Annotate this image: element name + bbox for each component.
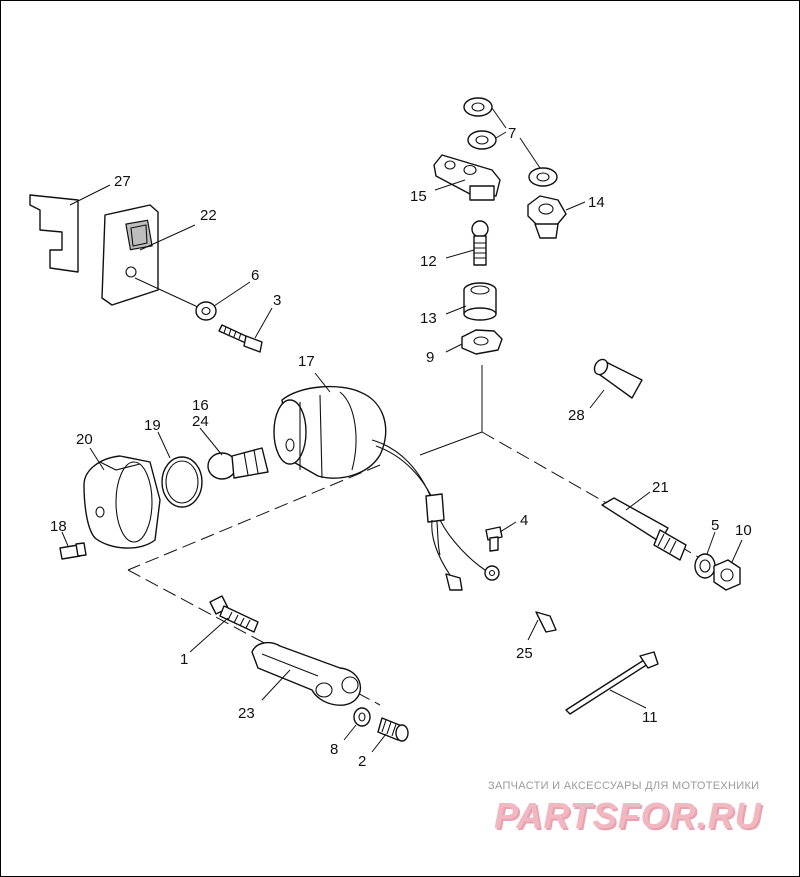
callout-7: 7 [508,125,516,142]
callout-12: 12 [420,253,437,270]
callout-9: 9 [426,349,434,366]
callout-23: 23 [238,705,255,722]
bulb-part-24 [199,427,269,480]
callout-labels: 1 2 3 4 5 6 7 8 9 10 11 12 13 14 15 16 1… [50,125,752,770]
bushing-part-13 [445,282,497,321]
washer-part-6 [195,281,251,321]
hex-nut-part-9 [445,329,503,355]
callout-10: 10 [735,522,752,539]
clip-part-25 [527,611,557,641]
screw-part-3 [218,307,273,353]
reflector-plate-part-22 [101,204,201,309]
mount-plate-part-15 [433,154,501,201]
callout-15: 15 [410,188,427,205]
nut-part-10 [713,539,743,591]
assembly-lines [127,365,721,706]
wire-harness [371,439,500,591]
star-washers-part-7 [463,97,558,187]
callout-20: 20 [76,431,93,448]
callout-5: 5 [711,517,719,534]
callout-28: 28 [568,407,585,424]
callout-22: 22 [200,207,217,224]
mount-arm-part-23 [251,641,362,706]
callout-14: 14 [588,194,605,211]
watermark-caption: ЗАПЧАСТИ И АКСЕССУАРЫ ДЛЯ МОТОТЕХНИКИ [488,780,760,792]
callout-4: 4 [520,512,528,529]
mounting-stud-part-21 [601,491,687,561]
cable-tie-part-11 [565,651,659,715]
callout-2: 2 [358,753,366,770]
callout-3: 3 [273,292,281,309]
lamp-housing-part-17 [273,372,387,479]
callout-16: 16 [192,397,209,414]
watermark-logo: PARTSFOR.RU [494,795,762,836]
callout-1: 1 [180,651,188,668]
screw-part-18 [59,531,87,560]
callout-19: 19 [144,417,161,434]
callout-24: 24 [192,413,209,430]
washer-part-8 [343,707,371,741]
spacer-tube-part-28 [589,358,643,409]
lens-cap-part-20 [83,447,161,549]
bracket-part-27 [29,184,111,273]
set-screw-part-2 [371,717,409,753]
bolt-part-4 [485,521,517,552]
bolt-part-1 [189,595,259,653]
mount-nut-part-14 [527,195,586,239]
callout-25: 25 [516,645,533,662]
callout-17: 17 [298,353,315,370]
callout-18: 18 [50,518,67,535]
callout-6: 6 [251,267,259,284]
callout-27: 27 [114,173,131,190]
callout-13: 13 [420,310,437,327]
callout-11: 11 [642,709,658,726]
callout-21: 21 [652,479,669,496]
washer-part-5 [694,531,716,579]
pivot-stud-part-12 [445,220,489,266]
gasket-part-19 [157,431,203,508]
callout-8: 8 [330,741,338,758]
